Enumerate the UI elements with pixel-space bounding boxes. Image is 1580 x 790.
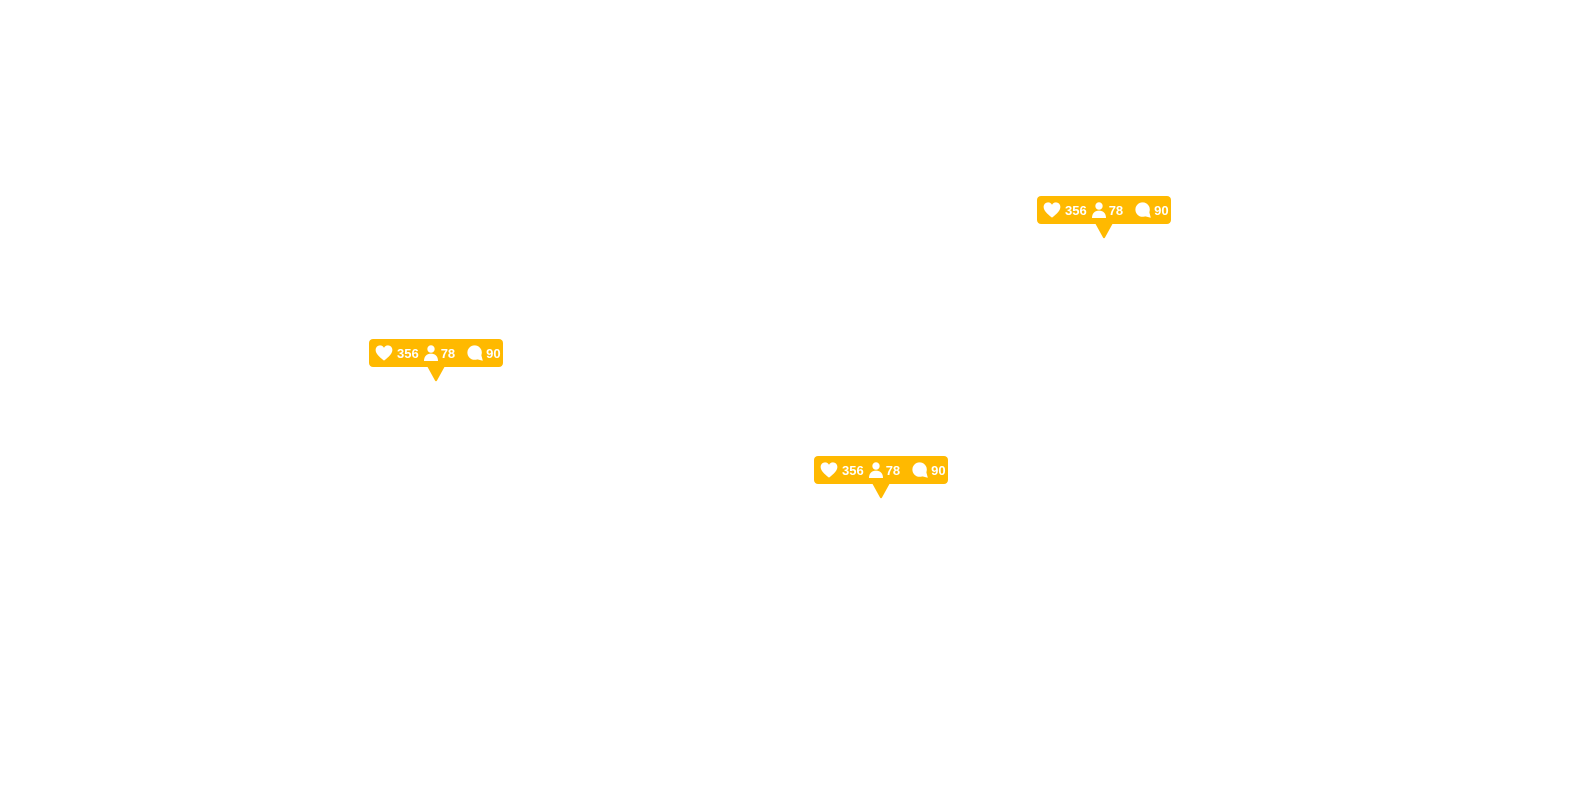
likes-count: 356 bbox=[842, 462, 864, 478]
followers-stat: 78 bbox=[1091, 202, 1124, 218]
comments-stat: 90 bbox=[1135, 202, 1169, 218]
notification-bubble-3: 356 78 90 bbox=[814, 456, 948, 500]
followers-count: 78 bbox=[1108, 202, 1124, 218]
likes-count: 356 bbox=[1065, 202, 1087, 218]
comments-count: 90 bbox=[931, 462, 946, 478]
comments-stat: 90 bbox=[467, 345, 501, 361]
followers-stat: 78 bbox=[423, 345, 456, 361]
notification-box: 356 78 90 bbox=[369, 339, 503, 367]
comments-stat: 90 bbox=[912, 462, 946, 478]
user-icon bbox=[868, 462, 883, 478]
bubble-pointer bbox=[427, 366, 445, 382]
user-icon bbox=[1091, 202, 1106, 218]
bubble-pointer bbox=[1095, 223, 1113, 239]
comment-icon bbox=[467, 345, 483, 361]
followers-count: 78 bbox=[440, 345, 456, 361]
comments-count: 90 bbox=[1154, 202, 1169, 218]
heart-icon bbox=[820, 462, 838, 478]
likes-count: 356 bbox=[397, 345, 419, 361]
likes-stat: 356 bbox=[820, 462, 864, 478]
followers-count: 78 bbox=[885, 462, 901, 478]
heart-icon bbox=[1043, 202, 1061, 218]
comments-count: 90 bbox=[486, 345, 501, 361]
notification-bubble-2: 356 78 90 bbox=[369, 339, 503, 383]
notification-box: 356 78 90 bbox=[1037, 196, 1171, 224]
user-icon bbox=[423, 345, 438, 361]
comment-icon bbox=[912, 462, 928, 478]
comment-icon bbox=[1135, 202, 1151, 218]
heart-icon bbox=[375, 345, 393, 361]
likes-stat: 356 bbox=[375, 345, 419, 361]
notification-bubble-1: 356 78 90 bbox=[1037, 196, 1171, 240]
followers-stat: 78 bbox=[868, 462, 901, 478]
notification-box: 356 78 90 bbox=[814, 456, 948, 484]
bubble-pointer bbox=[872, 483, 890, 499]
likes-stat: 356 bbox=[1043, 202, 1087, 218]
